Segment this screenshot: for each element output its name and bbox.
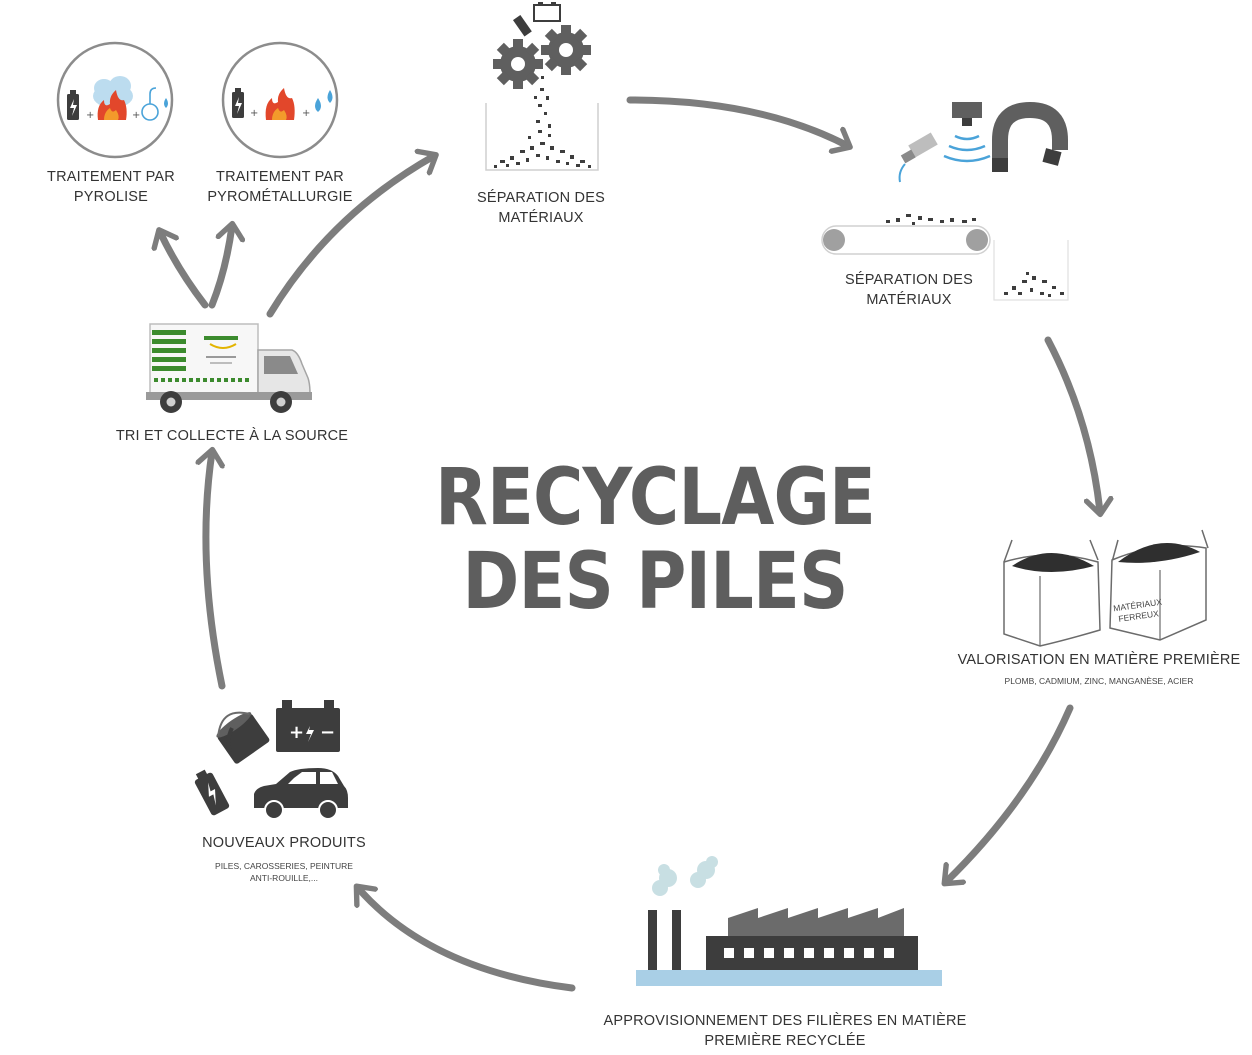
bulk-bags-icon: MATÉRIAUX FERREUX — [1003, 529, 1209, 647]
label-approvisionnement: APPROVISIONNEMENT DES FILIÈRES EN MATIÈR… — [584, 1011, 986, 1051]
arrow-separation-to-separation — [626, 96, 848, 146]
arrow-produits-to-collecte — [206, 452, 226, 690]
label-valorisation: VALORISATION EN MATIÈRE PREMIÈRE — [957, 652, 1241, 668]
label-nouveaux-produits-sub2: ANTI-ROUILLE,... — [249, 873, 318, 883]
label-tri-collecte: TRI ET COLLECTE À LA SOURCE — [115, 428, 349, 444]
svg-text:+: + — [302, 108, 310, 119]
label-separation-1-line2: MATÉRIAUX — [498, 210, 584, 226]
label-separation-1: SÉPARATION DES MATÉRIAUX — [460, 188, 622, 228]
arrow-collecte-to-pyrometallurgie — [208, 226, 232, 309]
label-pyrometallurgie-line1: TRAITEMENT PAR — [216, 169, 344, 185]
label-pyrolise-line1: TRAITEMENT PAR — [47, 169, 175, 185]
arrow-approvisionnement-to-produits — [358, 888, 576, 992]
label-separation-1-line1: SÉPARATION DES — [477, 190, 605, 206]
pyrometallurgie-icon: + + — [221, 41, 339, 159]
title-line1: RECYCLAGE — [435, 453, 876, 543]
battery-plus-sign: + — [289, 722, 304, 743]
label-valorisation-sub: PLOMB, CADMIUM, ZINC, MANGANÈSE, ACIER — [1004, 676, 1194, 686]
collection-truck-icon — [146, 323, 312, 413]
label-pyrometallurgie-line2: PYROMÉTALLURGIE — [207, 189, 353, 205]
label-approvisionnement-line2: PREMIÈRE RECYCLÉE — [704, 1033, 866, 1049]
pyrolise-icon: + + — [56, 41, 174, 159]
label-approvisionnement-line1: APPROVISIONNEMENT DES FILIÈRES EN MATIÈR… — [603, 1013, 967, 1029]
label-nouveaux-produits-sub: PILES, CAROSSERIES, PEINTURE ANTI-ROUILL… — [186, 860, 382, 884]
magnetic-separation-icon — [821, 101, 1069, 301]
arrow-collecte-to-pyrolise — [160, 232, 209, 309]
svg-text:+: + — [132, 110, 140, 121]
arrow-collecte-to-separation — [266, 156, 434, 318]
label-separation-2-line1: SÉPARATION DES — [845, 272, 973, 288]
factory-icon — [636, 856, 942, 986]
svg-text:+: + — [86, 110, 94, 121]
svg-text:+: + — [250, 108, 258, 119]
title-line2: DES PILES — [462, 537, 848, 627]
label-nouveaux-produits-sub1: PILES, CAROSSERIES, PEINTURE — [215, 861, 353, 871]
arrow-valorisation-to-approvisionnement — [946, 704, 1074, 882]
arrow-separation-to-valorisation — [1044, 336, 1100, 512]
label-separation-2: SÉPARATION DES MATÉRIAUX — [828, 270, 990, 310]
label-separation-2-line2: MATÉRIAUX — [866, 292, 952, 308]
battery-minus-sign: − — [320, 722, 335, 743]
label-pyrolise-line2: PYROLISE — [73, 189, 149, 205]
label-pyrolise: TRAITEMENT PAR PYROLISE — [30, 167, 192, 207]
gears-separation-icon — [485, 2, 599, 171]
new-products-icon: + − — [194, 700, 348, 820]
label-nouveaux-produits: NOUVEAUX PRODUITS — [202, 835, 366, 851]
label-pyrometallurgie: TRAITEMENT PAR PYROMÉTALLURGIE — [196, 167, 364, 207]
